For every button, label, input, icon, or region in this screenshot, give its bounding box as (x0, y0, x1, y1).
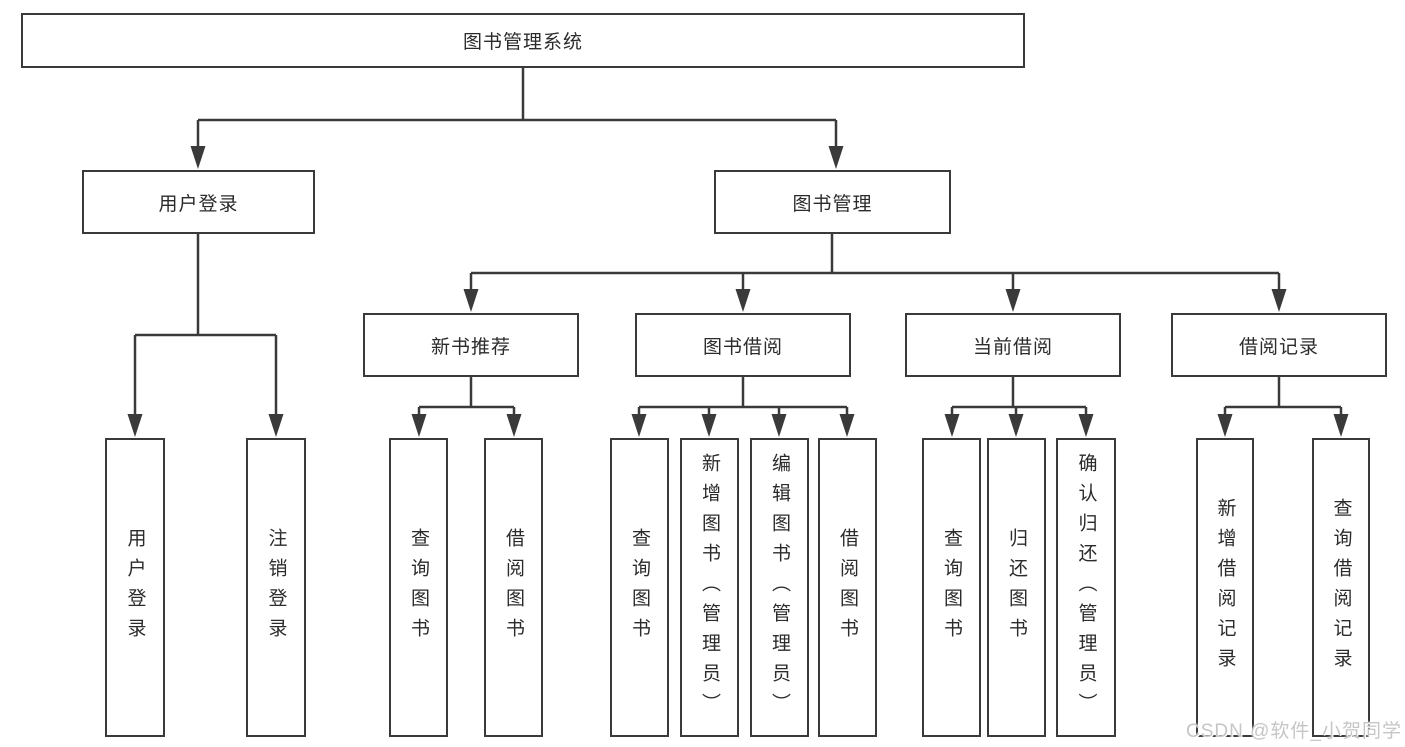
leaf-logout: 注销登录 (246, 438, 306, 737)
leaf-query-books: 查询图书 (610, 438, 669, 737)
leaf-query-books: 查询图书 (389, 438, 448, 737)
node-book-management: 图书管理 (714, 170, 951, 234)
arrow-down-icon (411, 414, 427, 437)
node-borrow-records: 借阅记录 (1171, 313, 1387, 377)
node-library-system: 图书管理系统 (21, 13, 1025, 68)
connector-new-book (417, 377, 516, 418)
node-new-book-recommend: 新书推荐 (363, 313, 579, 377)
arrow-down-icon (1271, 289, 1287, 312)
leaf-borrow-books: 借阅图书 (484, 438, 543, 737)
arrow-down-icon (839, 414, 855, 437)
arrow-down-icon (1008, 414, 1024, 437)
arrow-down-icon (631, 414, 647, 437)
arrow-down-icon (506, 414, 522, 437)
connector-borrow-records (1223, 377, 1343, 418)
arrow-down-icon (1333, 414, 1349, 437)
node-book-borrow: 图书借阅 (635, 313, 851, 377)
arrow-down-icon (1217, 414, 1233, 437)
leaf-borrow-books: 借阅图书 (818, 438, 877, 737)
connector-book-borrow (637, 377, 849, 418)
arrow-down-icon (735, 289, 751, 312)
arrow-down-icon (701, 414, 717, 437)
arrow-down-icon (1078, 414, 1094, 437)
arrow-down-icon (828, 146, 844, 169)
node-user-login: 用户登录 (82, 170, 315, 234)
leaf-user-login: 用户登录 (105, 438, 165, 737)
leaf-query-books: 查询图书 (922, 438, 981, 737)
arrow-down-icon (944, 414, 960, 437)
leaf-confirm-return-admin: 确认归还（管理员） (1056, 438, 1116, 737)
connector-current-borrow (950, 377, 1088, 418)
node-current-borrow: 当前借阅 (905, 313, 1121, 377)
leaf-return-books: 归还图书 (987, 438, 1046, 737)
leaf-query-borrow-record: 查询借阅记录 (1312, 438, 1370, 737)
connector-root (196, 68, 838, 150)
csdn-watermark: CSDN @软件_小贺同学 (1186, 721, 1402, 742)
arrow-down-icon (771, 414, 787, 437)
arrow-down-icon (463, 289, 479, 312)
leaf-add-books-admin: 新增图书（管理员） (680, 438, 739, 737)
arrow-down-icon (190, 146, 206, 169)
arrow-down-icon (268, 414, 284, 437)
connector-user-login (133, 233, 278, 418)
arrow-down-icon (127, 414, 143, 437)
leaf-edit-books-admin: 编辑图书（管理员） (750, 438, 809, 737)
leaf-add-borrow-record: 新增借阅记录 (1196, 438, 1254, 737)
arrow-down-icon (1005, 289, 1021, 312)
connector-book-management (469, 233, 1281, 293)
